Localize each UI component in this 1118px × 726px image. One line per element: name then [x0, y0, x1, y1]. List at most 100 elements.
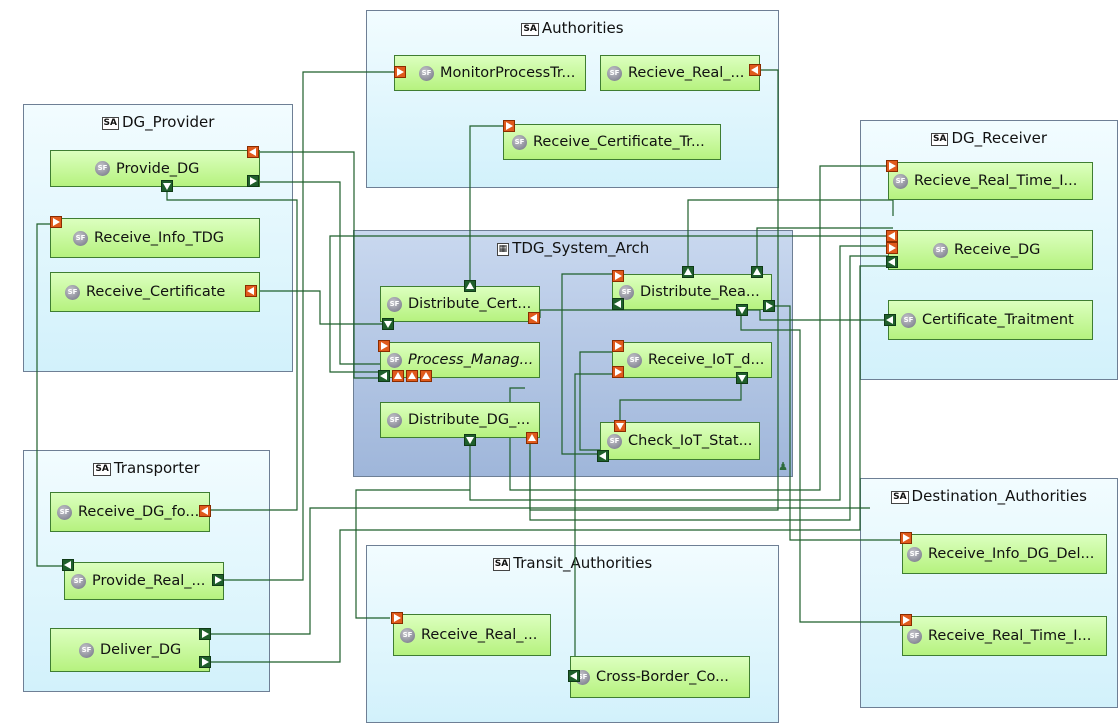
output-port[interactable]	[464, 280, 476, 292]
output-port[interactable]	[378, 370, 390, 382]
output-port[interactable]	[763, 300, 775, 312]
function-icon: SF	[627, 352, 642, 368]
output-port[interactable]	[682, 266, 694, 278]
input-port[interactable]	[503, 120, 515, 132]
function-label: Recieve_Real_...	[628, 65, 745, 81]
input-port[interactable]	[528, 312, 540, 324]
function-icon: SF	[57, 504, 72, 520]
link	[469, 125, 508, 282]
function-label: Recieve_Real_Time_I...	[914, 173, 1078, 189]
link	[205, 507, 870, 635]
output-port[interactable]	[568, 670, 580, 682]
function-icon: SF	[619, 284, 634, 300]
input-port[interactable]	[199, 505, 211, 517]
input-port[interactable]	[900, 614, 912, 626]
output-port[interactable]	[736, 372, 748, 384]
output-port[interactable]	[464, 434, 476, 446]
link	[740, 316, 905, 623]
link	[619, 380, 742, 424]
link	[217, 71, 394, 581]
input-port[interactable]	[50, 216, 62, 228]
link	[355, 489, 470, 619]
output-port[interactable]	[751, 266, 763, 278]
actor-icon: SA	[93, 463, 111, 476]
link	[529, 255, 893, 521]
actor-icon: SA	[492, 558, 511, 571]
output-port[interactable]	[212, 574, 224, 586]
input-port[interactable]	[245, 285, 257, 297]
input-port[interactable]	[900, 532, 912, 544]
input-port[interactable]	[612, 366, 624, 378]
output-port[interactable]	[247, 175, 259, 187]
output-port[interactable]	[597, 450, 609, 462]
output-port[interactable]	[199, 628, 211, 640]
input-port[interactable]	[394, 66, 406, 78]
output-port[interactable]	[161, 180, 173, 192]
function-label: Receive_Real_...	[421, 627, 538, 643]
link	[205, 265, 893, 663]
output-port[interactable]	[199, 656, 211, 668]
link	[579, 351, 612, 451]
output-port[interactable]	[612, 298, 624, 310]
function-icon: SF	[512, 134, 527, 150]
input-port[interactable]	[614, 420, 626, 432]
function-label: Provide_Real_...	[92, 573, 206, 589]
input-port[interactable]	[420, 370, 432, 382]
link	[561, 273, 612, 455]
function-icon: SF	[71, 573, 86, 589]
input-port[interactable]	[526, 432, 538, 444]
input-port[interactable]	[247, 146, 259, 158]
input-port[interactable]	[886, 230, 898, 242]
input-port[interactable]	[406, 370, 418, 382]
output-port[interactable]	[382, 318, 394, 330]
function-provide-real[interactable]: SF Provide_Real_...	[64, 562, 224, 600]
function-icon: SF	[933, 242, 948, 258]
input-port[interactable]	[612, 340, 624, 352]
input-port[interactable]	[749, 64, 761, 76]
output-port[interactable]	[886, 256, 898, 268]
actor-icon: SA	[521, 23, 539, 36]
function-label: Distribute_Cert...	[408, 296, 532, 312]
function-distribute-rea[interactable]: SF Distribute_Rea...	[612, 274, 772, 310]
function-label: Distribute_Rea...	[640, 284, 760, 300]
output-port[interactable]	[62, 559, 74, 571]
input-port[interactable]	[392, 370, 404, 382]
function-label: Receive_IoT_d...	[648, 352, 765, 368]
input-port[interactable]	[886, 242, 898, 254]
function-icon: SF	[419, 65, 434, 81]
link	[36, 223, 70, 567]
output-port[interactable]	[884, 314, 896, 326]
output-port[interactable]	[736, 304, 748, 316]
input-port[interactable]	[612, 270, 624, 282]
input-port[interactable]	[886, 160, 898, 172]
function-icon: SF	[65, 284, 80, 300]
link	[509, 165, 893, 491]
input-port[interactable]	[391, 612, 403, 624]
function-label: Provide_DG	[116, 160, 200, 177]
input-port[interactable]	[378, 340, 390, 352]
actor-title: Destination_Authorities	[911, 487, 1087, 505]
function-receive-iot[interactable]: SF Receive_IoT_d...	[612, 342, 772, 378]
function-label: Distribute_DG_...	[408, 412, 531, 428]
function-label: Certificate_Traitment	[922, 312, 1074, 328]
